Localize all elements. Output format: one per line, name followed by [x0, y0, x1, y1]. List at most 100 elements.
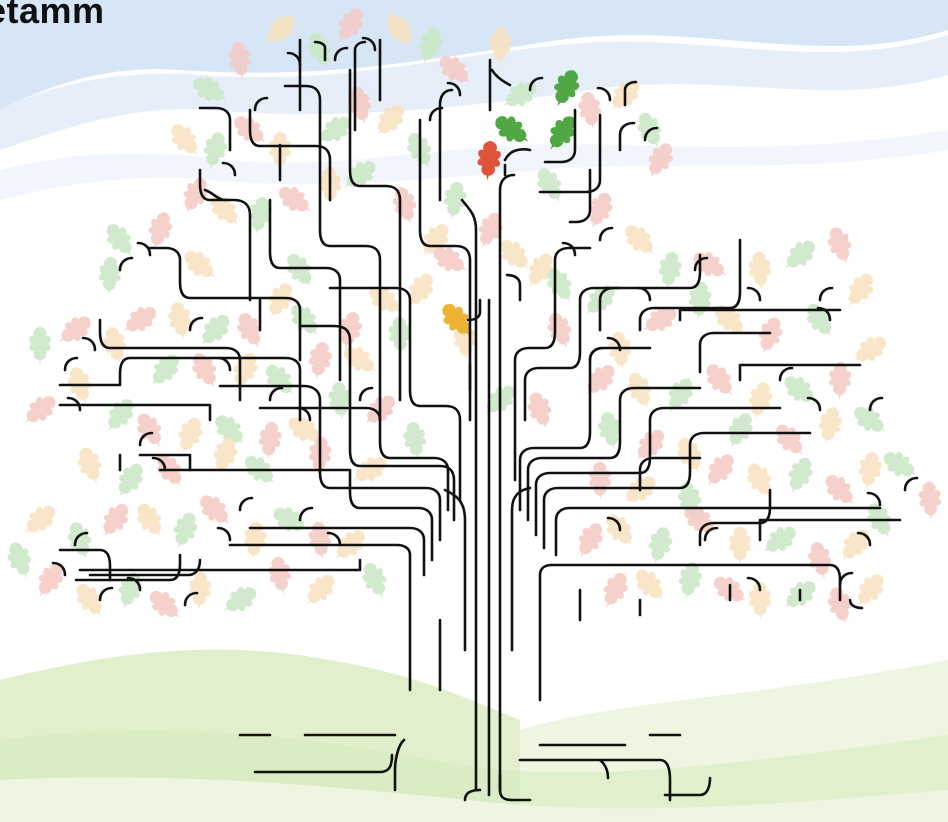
sky-band — [0, 35, 948, 150]
branch-line — [58, 548, 112, 582]
branch-line — [188, 316, 204, 332]
branch-line — [218, 384, 442, 542]
branch-line — [428, 106, 444, 122]
branch-line — [253, 96, 269, 112]
branch-line — [618, 121, 636, 152]
branch-line — [361, 36, 377, 52]
branch-line — [678, 308, 842, 322]
branch-line — [268, 198, 342, 382]
branch-line — [534, 406, 782, 537]
branch-line — [151, 456, 167, 472]
branch-line — [268, 386, 284, 402]
branch-line — [333, 46, 349, 62]
branch-line — [248, 108, 332, 202]
branch-line — [286, 51, 302, 67]
branch-line — [698, 331, 772, 374]
branch-line — [778, 366, 794, 382]
branch-line — [636, 286, 652, 302]
branch-line — [693, 256, 709, 272]
branch-line — [358, 386, 374, 402]
branch-line — [253, 753, 394, 774]
branch-line — [216, 356, 232, 372]
branch-line — [463, 788, 482, 802]
branch-line — [606, 516, 622, 532]
branch-line — [856, 531, 872, 547]
branch-line — [203, 188, 227, 202]
branch-line — [598, 758, 610, 780]
branch-line — [503, 148, 532, 162]
branch-line — [838, 571, 854, 587]
branch-line — [198, 106, 232, 152]
branch-line — [816, 306, 832, 322]
page-title: etamm — [0, 0, 105, 31]
sky-band — [0, 130, 948, 200]
branch-line — [561, 241, 577, 257]
branch-line — [543, 108, 577, 164]
branch-network — [51, 36, 919, 802]
branch-line — [66, 396, 82, 412]
branch-line — [58, 356, 302, 422]
branch-line — [138, 453, 192, 472]
branch-line — [298, 506, 314, 522]
branch-line — [238, 496, 254, 512]
branch-line — [118, 256, 134, 272]
branch-line — [746, 576, 762, 592]
branch-line — [598, 253, 702, 332]
branch-line — [74, 553, 182, 582]
branch-line — [221, 161, 237, 177]
branch-line — [328, 286, 462, 502]
branch-line — [528, 76, 544, 92]
branch-line — [538, 563, 842, 702]
branch-line — [138, 431, 154, 447]
branch-line — [348, 68, 402, 402]
branch-line — [81, 336, 97, 352]
branch-line — [258, 406, 450, 512]
branch-line — [98, 586, 114, 602]
branch-line — [58, 403, 212, 422]
branch-line — [538, 113, 602, 194]
hill — [0, 777, 948, 822]
branch-line — [513, 246, 592, 482]
branch-line — [643, 126, 659, 142]
branch-line — [78, 558, 362, 572]
sky-band — [0, 0, 948, 110]
branch-line — [313, 40, 327, 62]
branch-line — [126, 576, 142, 592]
branch-line — [228, 543, 412, 692]
branch-line — [848, 598, 864, 610]
branch-line — [296, 406, 312, 422]
branch-line — [588, 346, 604, 362]
branch-line — [216, 526, 232, 542]
branch-line — [326, 531, 342, 547]
branch-line — [903, 476, 919, 492]
branch-line — [438, 88, 454, 202]
branch-line — [183, 591, 199, 607]
branch-line — [518, 758, 672, 802]
branch-line — [98, 318, 242, 402]
branch-line — [596, 86, 612, 102]
branch-line — [758, 518, 902, 542]
branch-line — [663, 776, 712, 797]
branch-line — [466, 298, 482, 322]
branch-line — [738, 363, 862, 382]
branch-line — [638, 456, 702, 492]
branch-line — [638, 238, 742, 332]
branch-line — [568, 168, 592, 224]
branch-line — [248, 526, 426, 577]
branch-line — [283, 84, 382, 422]
branch-line — [158, 468, 434, 562]
branch-line — [298, 324, 456, 522]
branch-line — [353, 40, 367, 132]
branch-line — [136, 241, 152, 257]
branch-line — [498, 773, 532, 802]
branch-line — [818, 286, 834, 302]
branch-line — [88, 558, 202, 577]
branch-line — [623, 80, 638, 107]
branch-line — [446, 81, 462, 97]
branch-line — [698, 488, 772, 547]
branch-line — [523, 286, 622, 422]
branch-line — [606, 336, 622, 352]
branch-line — [542, 431, 812, 550]
